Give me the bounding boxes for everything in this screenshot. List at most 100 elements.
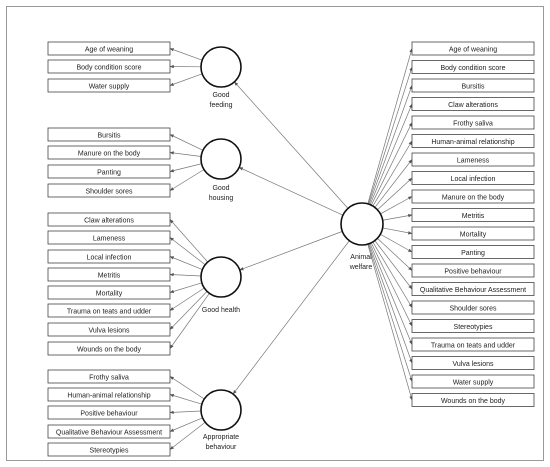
edge-welfare-mortality bbox=[382, 227, 413, 235]
latent-animal-welfare-label: welfare bbox=[349, 264, 373, 271]
indicator-label: Qualitative Behaviour Assessment bbox=[56, 429, 162, 436]
indicator-label-right: Mortality bbox=[460, 231, 487, 238]
edge-behaviour-qualitative-behaviour-assessment bbox=[169, 417, 203, 432]
indicator-label: Water supply bbox=[89, 83, 130, 90]
edge-welfare-age-of-weaning bbox=[367, 48, 413, 204]
indicator-box-shoulder-sores bbox=[47, 183, 171, 198]
indicator-label: Age of weaning bbox=[85, 46, 133, 53]
indicator-label-right: Shoulder sores bbox=[449, 305, 497, 312]
indicator-box-right-water-supply bbox=[411, 374, 535, 389]
indicator-label: Local infection bbox=[87, 254, 132, 261]
indicator-label: Mortality bbox=[96, 290, 123, 297]
edge-welfare-shoulder-sores bbox=[372, 241, 413, 308]
edge-health-mortality bbox=[169, 282, 202, 294]
edge-welfare-lameness bbox=[374, 159, 413, 208]
edge-welfare-qualitative-behaviour-assessment bbox=[374, 240, 413, 290]
indicator-box-right-shoulder-sores bbox=[411, 300, 535, 315]
indicator-box-right-trauma-on-teats-and-udder bbox=[411, 337, 535, 352]
indicator-label: Bursitis bbox=[98, 132, 121, 139]
indicator-box-stereotypies bbox=[47, 442, 171, 457]
indicator-box-right-metritis bbox=[411, 208, 535, 222]
indicator-box-right-body-condition-score bbox=[411, 60, 535, 74]
indicator-box-right-bursitis bbox=[411, 78, 535, 93]
indicator-box-vulva-lesions bbox=[47, 322, 171, 337]
diagram-frame bbox=[6, 6, 544, 461]
latent-housing-circle bbox=[200, 138, 242, 180]
latent-housing-label: Good bbox=[212, 185, 229, 192]
edge-feeding-age-of-weaning bbox=[169, 48, 203, 61]
indicator-box-right-age-of-weaning bbox=[411, 41, 535, 56]
indicator-label: Manure on the body bbox=[78, 150, 141, 157]
edge-health-wounds-on-the-body bbox=[169, 293, 210, 349]
indicator-label-right: Manure on the body bbox=[442, 194, 505, 201]
indicator-label: Positive behaviour bbox=[80, 410, 138, 417]
indicator-box-manure-on-the-body bbox=[47, 145, 171, 160]
indicator-label: Human-animal relationship bbox=[67, 392, 150, 399]
indicator-label: Panting bbox=[97, 169, 121, 176]
indicator-label: Vulva lesions bbox=[89, 327, 130, 334]
latent-behaviour-label: Appropriate bbox=[203, 434, 239, 441]
indicator-label-right: Metritis bbox=[462, 213, 485, 220]
edge-welfare-body-condition-score bbox=[368, 66, 413, 205]
indicator-box-right-vulva-lesions bbox=[411, 356, 535, 370]
edge-welfare-bursitis bbox=[368, 85, 413, 205]
edge-welfare-local-infection bbox=[377, 177, 413, 211]
latent-health-circle bbox=[200, 256, 242, 298]
edge-housing-manure-on-the-body bbox=[169, 151, 202, 157]
indicator-box-positive-behaviour bbox=[47, 405, 171, 420]
indicator-box-lameness bbox=[47, 230, 171, 245]
edge-housing-bursitis bbox=[169, 134, 204, 151]
indicator-label-right: Age of weaning bbox=[449, 46, 497, 53]
latent-animal-welfare-label: Animal bbox=[350, 254, 372, 261]
indicator-label: Stereotypies bbox=[90, 447, 129, 454]
latent-animal-welfare-circle bbox=[340, 202, 384, 246]
indicator-box-age-of-weaning bbox=[47, 41, 171, 56]
indicator-label-right: Stereotypies bbox=[454, 324, 493, 331]
edge-welfare-frothy-saliva bbox=[370, 122, 413, 206]
indicator-label-right: Bursitis bbox=[462, 83, 485, 90]
indicator-label: Trauma on teats and udder bbox=[67, 308, 152, 315]
latent-feeding-circle bbox=[200, 46, 242, 88]
indicator-box-right-frothy-saliva bbox=[411, 115, 535, 130]
indicator-label-right: Vulva lesions bbox=[453, 361, 494, 368]
edge-welfare-to-behaviour bbox=[232, 240, 350, 395]
indicator-box-wounds-on-the-body bbox=[47, 341, 171, 356]
indicator-box-right-local-infection bbox=[411, 171, 535, 185]
edge-behaviour-stereotypies bbox=[169, 421, 206, 450]
edge-housing-panting bbox=[169, 163, 202, 173]
edge-welfare-human-animal-relationship bbox=[372, 140, 413, 207]
edge-behaviour-human-animal-relationship bbox=[169, 393, 202, 405]
latent-feeding-label: Good bbox=[212, 92, 229, 99]
indicator-label-right: Lameness bbox=[457, 157, 490, 164]
indicator-box-right-stereotypies bbox=[411, 319, 535, 333]
edge-welfare-manure-on-the-body bbox=[380, 196, 413, 215]
indicator-box-right-qualitative-behaviour-assessment bbox=[411, 282, 535, 296]
latent-behaviour-label: behaviour bbox=[206, 444, 237, 451]
edge-welfare-claw-alterations bbox=[369, 103, 413, 205]
edge-health-vulva-lesions bbox=[169, 291, 208, 330]
indicator-box-right-claw-alterations bbox=[411, 97, 535, 111]
latent-feeding-label: feeding bbox=[210, 102, 233, 109]
edge-welfare-to-housing bbox=[238, 167, 344, 216]
indicator-label-right: Panting bbox=[461, 250, 485, 257]
indicator-box-body-condition-score bbox=[47, 59, 171, 74]
indicator-box-metritis bbox=[47, 267, 171, 282]
edge-welfare-water-supply bbox=[368, 243, 413, 382]
indicator-box-human-animal-relationship bbox=[47, 387, 171, 402]
indicator-label: Wounds on the body bbox=[77, 346, 142, 353]
indicator-label-right: Water supply bbox=[453, 379, 494, 386]
edge-welfare-metritis bbox=[382, 214, 413, 221]
indicator-box-trauma-on-teats-and-udder bbox=[47, 303, 171, 318]
edge-welfare-to-health bbox=[239, 231, 343, 271]
indicator-label-right: Claw alterations bbox=[448, 102, 498, 109]
indicator-label-right: Wounds on the body bbox=[441, 398, 506, 405]
edge-welfare-trauma-on-teats-and-udder bbox=[369, 243, 413, 345]
indicator-box-right-wounds-on-the-body bbox=[411, 393, 535, 407]
indicator-box-claw-alterations bbox=[47, 212, 171, 227]
indicator-label-right: Human-animal relationship bbox=[431, 139, 514, 146]
indicator-box-right-positive-behaviour bbox=[411, 263, 535, 278]
latent-behaviour-circle bbox=[200, 389, 242, 431]
edge-health-local-infection bbox=[169, 256, 203, 270]
indicator-box-water-supply bbox=[47, 78, 171, 93]
